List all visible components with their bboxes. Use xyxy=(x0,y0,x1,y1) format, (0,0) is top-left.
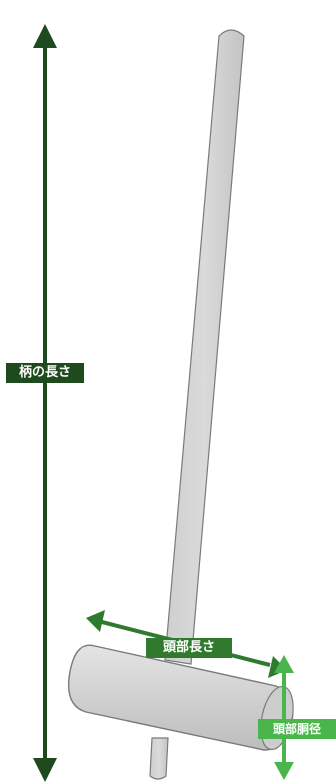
arrowhead-up xyxy=(33,24,57,48)
arrowhead-left xyxy=(86,610,105,632)
handle-length-label: 柄の長さ xyxy=(6,363,84,383)
handle-bottom-end xyxy=(149,737,169,780)
head-diameter-label: 頭部胴径 xyxy=(258,719,336,739)
handle-length-arrow xyxy=(33,24,57,782)
arrowhead-down xyxy=(33,758,57,782)
hammer-handle xyxy=(164,29,245,665)
arrowhead-up xyxy=(274,655,294,673)
arrowhead-down xyxy=(274,762,294,780)
head-length-label: 頭部長さ xyxy=(146,638,232,658)
